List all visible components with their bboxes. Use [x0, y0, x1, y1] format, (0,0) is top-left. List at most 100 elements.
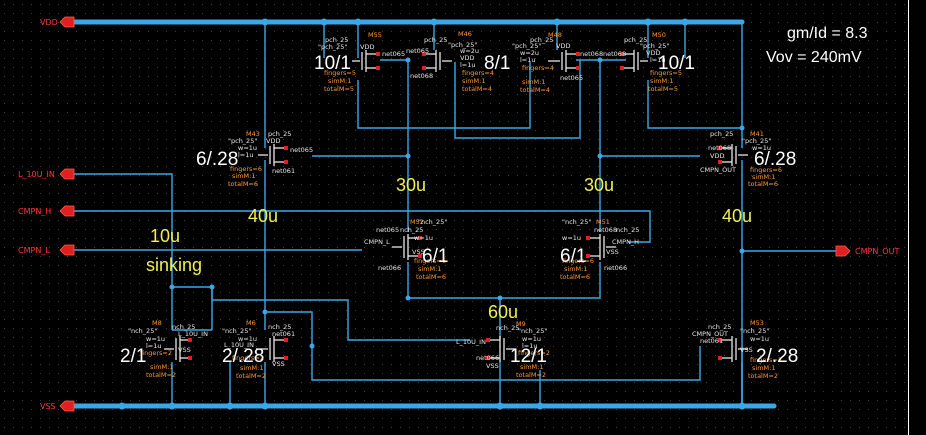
pin-vdd[interactable]: VDD	[40, 16, 75, 28]
wire-cross-d[interactable]	[357, 62, 531, 129]
device-m9[interactable]: M9 nch_25 "nch_25" L_10U_IN w=1u l=1u ne…	[456, 320, 550, 379]
pin-cmpn-out[interactable]: CMPN_OUT	[835, 245, 899, 257]
m53-w: w=1u	[750, 335, 769, 343]
m51-totalm: totalM=6	[560, 273, 590, 281]
m48-simm: simM:1	[522, 78, 545, 86]
device-m48[interactable]: M48 pch_25 "pch_25" w=2u VDD l=1u net068…	[512, 31, 603, 94]
wires	[74, 22, 836, 406]
current-40u-left: 40u	[248, 206, 278, 226]
junction	[118, 402, 126, 410]
m43-pin-c: net061	[272, 167, 295, 175]
pin-cmpn-l[interactable]: CMPN_L	[18, 244, 75, 256]
m53-pin-c: VSS	[740, 346, 753, 354]
pin-vss[interactable]: VSS	[40, 400, 75, 412]
m41-pin-c: CMPN_OUT	[700, 166, 736, 174]
m6-cell: "nch_25"	[222, 327, 251, 335]
m53-totalm: totalM=2	[748, 372, 778, 380]
m6-simm: simM:1	[240, 364, 263, 372]
m50-pin-a: net068	[603, 50, 626, 58]
pin-l10u-in[interactable]: L_10U_IN	[18, 168, 75, 180]
m9-l: l=1u	[522, 342, 538, 350]
device-m43[interactable]: M43 pch_25 "pch_25" VDD w=1u l=1u net065…	[228, 130, 313, 188]
vdd-pin-icon	[59, 16, 75, 28]
m52-pin-c: VSS	[412, 248, 425, 256]
wire-l10u-in[interactable]	[74, 173, 173, 330]
m9-totalm: totalM=2	[516, 371, 546, 379]
junction	[354, 18, 362, 26]
device-m55[interactable]: M55 pch_25 "pch_25" VDD net065 fingers=5…	[318, 31, 405, 93]
sinking-label: sinking	[146, 255, 202, 275]
junction	[553, 18, 561, 26]
wire-net061[interactable]	[311, 346, 701, 381]
m43-simm: simM:1	[232, 172, 255, 180]
device-m52[interactable]: M52 nch_25 "nch_25" net065 w=1u CMPN_L V…	[364, 218, 447, 281]
current-30u-left: 30u	[396, 175, 426, 195]
junction	[681, 18, 689, 26]
ratio-m53: 2/.28	[756, 346, 798, 367]
m51-pin-b: CMPN_H	[612, 238, 639, 246]
nmos-transistor-icon	[392, 234, 422, 260]
vdd-pin-label: VDD	[40, 18, 58, 27]
device-m8[interactable]: M8 nch_25 "nch_25" L_10U_IN w=1u l=1u VS…	[128, 319, 208, 379]
m46-l: l=1u	[460, 61, 476, 69]
m55-pin-b: net065	[382, 50, 405, 58]
device-m46[interactable]: M46 pch_25 "pch_25" w=2u VDD l=1u net065…	[406, 30, 494, 93]
device-m6[interactable]: M6 nch_25 "nch_25" net061 w=1u L_10U_IN …	[222, 319, 295, 380]
m8-w: w=1u	[146, 335, 165, 343]
junction	[320, 18, 328, 26]
pmos-transistor-icon	[718, 144, 748, 166]
m6-w: w=1u	[238, 335, 257, 343]
m51-w: w=1u	[562, 234, 581, 242]
m9-model: nch_25	[496, 324, 519, 332]
m48-l: l=1u	[520, 56, 536, 64]
m52-pin-d: net066	[378, 264, 401, 272]
m50-name: M50	[652, 31, 666, 39]
m43-w: w=1u	[238, 144, 257, 152]
junction	[739, 125, 745, 131]
wire-tail[interactable]	[407, 262, 601, 299]
m46-totalm: totalM=4	[462, 85, 492, 93]
junction	[169, 284, 175, 290]
l10u-in-pin-icon	[59, 168, 75, 180]
m53-name: M53	[750, 319, 764, 327]
m41-fingers: fingers=6	[750, 166, 782, 174]
m46-simm: simM:1	[462, 77, 485, 85]
wire-cmpn-h[interactable]	[74, 210, 651, 243]
junction	[597, 153, 603, 159]
m43-fingers: fingers=6	[230, 165, 262, 173]
gm-id-annotation: gm/Id = 8.3	[787, 25, 868, 42]
m8-model: nch_25	[172, 323, 195, 331]
wire-m6-gate[interactable]	[265, 311, 313, 346]
device-m41[interactable]: M41 pch_25 "pch_25" w=1u VDD net068 CMPN…	[700, 130, 782, 188]
m51-cell: "nch_25"	[562, 218, 591, 226]
m50-model: pch_25	[624, 36, 647, 44]
m53-pin-a: CMPN_OUT	[692, 330, 728, 338]
wire-cross-c[interactable]	[454, 60, 581, 139]
device-m50[interactable]: M50 pch_25 "pch_25" VDD l=1u net068 fing…	[603, 31, 682, 93]
junction	[226, 402, 234, 410]
m51-name: M51	[596, 218, 610, 226]
m52-fingers: fingers=6	[414, 257, 446, 265]
device-m53[interactable]: M53 nch_25 "nch_25" CMPN_OUT w=1u net061…	[692, 319, 782, 380]
m8-simm: simM:1	[150, 363, 173, 371]
m53-cell: "nch_25"	[740, 327, 769, 335]
current-40u-right: 40u	[722, 206, 752, 226]
pmos-transistor-icon	[352, 50, 380, 72]
current-60u: 60u	[488, 302, 518, 322]
nmos-transistor-icon	[718, 336, 748, 362]
wire-m50-down[interactable]	[647, 80, 742, 129]
pin-cmpn-h[interactable]: CMPN_H	[18, 205, 75, 217]
cmpn-h-pin-icon	[59, 205, 75, 217]
m52-name: M52	[410, 218, 424, 226]
m55-name: M55	[368, 31, 382, 39]
current-10u: 10u	[150, 226, 180, 246]
ratio-m6: 2/.28	[222, 346, 264, 367]
wire-bias-c[interactable]	[211, 287, 470, 341]
m46-pin-a: net065	[406, 47, 429, 55]
m50-pin-b: VDD	[646, 49, 660, 57]
m41-cell: "pch_25"	[742, 137, 771, 145]
m8-l: l=1u	[146, 342, 162, 350]
device-m51[interactable]: M51 nch_25 "nch_25" net068 w=1u CMPN_H V…	[560, 218, 639, 281]
pmos-transistor-icon	[422, 50, 452, 72]
m55-fingers: fingers=5	[324, 69, 356, 77]
